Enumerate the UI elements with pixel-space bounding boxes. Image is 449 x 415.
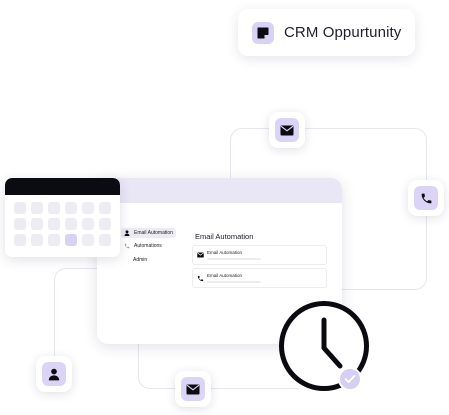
calendar-day[interactable] bbox=[82, 202, 94, 214]
mail-icon bbox=[280, 125, 294, 135]
email-card-title: Email Automation bbox=[207, 250, 243, 255]
sidebar-item-label: Automations bbox=[134, 243, 162, 249]
crm-chip-label: CRM Oppurtunity bbox=[284, 24, 402, 41]
email-card-1[interactable]: Email Automation bbox=[192, 245, 327, 265]
sidebar-item-admin[interactable]: Admin bbox=[130, 255, 150, 265]
window-titlebar bbox=[97, 178, 342, 203]
mail-icon bbox=[197, 252, 204, 258]
email-card-2[interactable]: Email Automation bbox=[192, 268, 327, 288]
calendar-day[interactable] bbox=[14, 202, 26, 214]
phone-icon bbox=[124, 243, 130, 249]
calendar-day[interactable] bbox=[82, 218, 94, 230]
mail-icon bbox=[186, 384, 200, 394]
user-icon bbox=[48, 368, 60, 380]
calendar-day[interactable] bbox=[65, 202, 77, 214]
calendar-day[interactable] bbox=[48, 202, 60, 214]
mail-tile-bottom[interactable] bbox=[175, 371, 211, 407]
email-card-placeholder-bar bbox=[207, 258, 261, 260]
calendar-header bbox=[5, 178, 120, 195]
calendar-day[interactable] bbox=[31, 202, 43, 214]
calendar-widget bbox=[5, 178, 120, 257]
calendar-day[interactable] bbox=[14, 234, 26, 246]
calendar-day-selected[interactable] bbox=[65, 234, 77, 246]
calendar-day[interactable] bbox=[48, 234, 60, 246]
connector-left bbox=[54, 268, 115, 369]
calendar-day[interactable] bbox=[99, 202, 111, 214]
sidebar-item-email-automation[interactable]: Email Automation bbox=[121, 228, 176, 238]
sidebar-item-label: Admin bbox=[133, 257, 148, 263]
crm-opportunity-chip[interactable]: CRM Oppurtunity bbox=[238, 9, 415, 56]
calendar-day[interactable] bbox=[14, 218, 26, 230]
note-icon bbox=[252, 21, 274, 44]
connector-bottom bbox=[138, 335, 299, 389]
phone-icon bbox=[421, 193, 431, 203]
calendar-grid bbox=[14, 202, 111, 246]
calendar-day[interactable] bbox=[48, 218, 60, 230]
email-card-title: Email Automation bbox=[207, 273, 243, 278]
user-tile-left[interactable] bbox=[36, 356, 72, 392]
mail-tile-top[interactable] bbox=[269, 112, 305, 148]
calendar-day[interactable] bbox=[65, 218, 77, 230]
email-card-placeholder-bar bbox=[207, 281, 261, 283]
calendar-day[interactable] bbox=[31, 234, 43, 246]
sidebar-item-automations[interactable]: Automations bbox=[121, 241, 165, 251]
calendar-day[interactable] bbox=[99, 218, 111, 230]
page-title: Email Automation bbox=[195, 232, 254, 241]
app-window: Email Automation Automations Admin Email… bbox=[97, 178, 342, 344]
calendar-day[interactable] bbox=[99, 234, 111, 246]
check-icon bbox=[338, 367, 362, 391]
calendar-day[interactable] bbox=[31, 218, 43, 230]
calendar-day[interactable] bbox=[82, 234, 94, 246]
user-icon bbox=[124, 230, 130, 236]
sidebar-item-label: Email Automation bbox=[134, 230, 173, 236]
phone-tile-right[interactable] bbox=[408, 180, 444, 216]
phone-icon bbox=[197, 275, 204, 282]
